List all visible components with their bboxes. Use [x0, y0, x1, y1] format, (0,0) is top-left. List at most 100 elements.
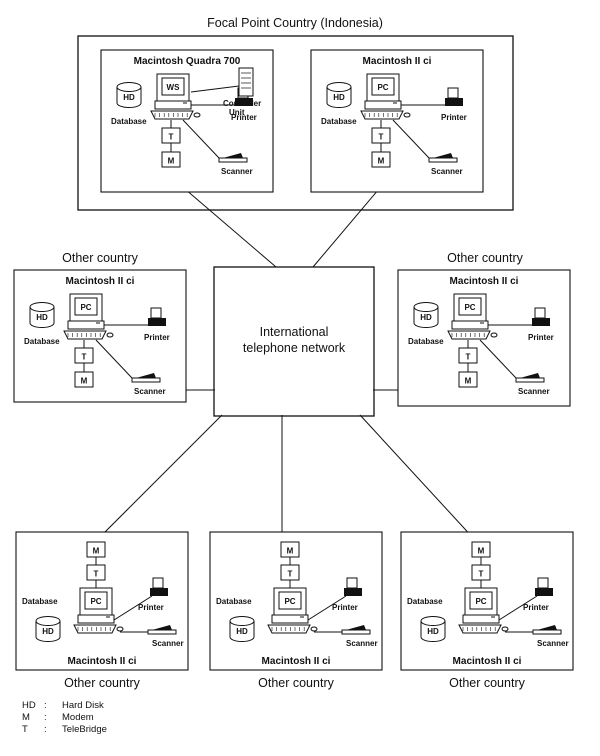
keyboard [458, 624, 502, 634]
paper [537, 577, 549, 589]
mouse [501, 626, 509, 632]
connection-line [177, 182, 277, 268]
scanner-lid [433, 153, 453, 158]
modem-box-label: M [81, 377, 88, 386]
telebridge-box-label: T [169, 133, 174, 142]
cpu-unit [451, 320, 489, 330]
country-label-bottom: Other country [258, 676, 334, 690]
computer-icon: PC [447, 293, 498, 340]
scanner-icon [532, 625, 562, 635]
mouse [403, 112, 411, 118]
country-label-left: Other country [62, 251, 138, 265]
hard-disk-icon: HD [326, 82, 352, 108]
hard-disk-icon: HD [229, 616, 255, 642]
legend-sep: : [44, 712, 47, 723]
printer-icon [445, 87, 463, 106]
mouse [193, 112, 201, 118]
paper [447, 87, 459, 99]
connection-line [359, 414, 476, 541]
modem-box [458, 371, 478, 388]
printer-icon [535, 577, 553, 596]
station-country-left: Macintosh II ciHDDatabasePCPrinterScanne… [13, 269, 187, 403]
hard-disk-icon: HD [29, 302, 55, 328]
scanner-label: Scanner [431, 167, 463, 176]
scanner-lid [152, 625, 172, 630]
legend-sep: : [44, 724, 47, 735]
controller-unit-icon [238, 67, 254, 97]
legend-desc: TeleBridge [62, 724, 107, 735]
printer-label: Printer [138, 603, 164, 612]
country-label-bottom: Other country [64, 676, 140, 690]
scanner-lid [537, 625, 557, 630]
scanner-label: Scanner [537, 639, 569, 648]
modem-box-label: M [465, 377, 472, 386]
hard-disk-label: HD [427, 627, 439, 636]
legend-sep: : [44, 700, 47, 711]
printer-label: Printer [523, 603, 549, 612]
modem-box-label: M [287, 547, 294, 556]
scanner-lid [223, 153, 243, 158]
connection-line [96, 414, 223, 541]
hard-disk-icon: HD [35, 616, 61, 642]
paper [150, 307, 162, 319]
hard-disk-label: HD [42, 627, 54, 636]
scanner-icon [131, 373, 161, 383]
printer-body [235, 98, 253, 106]
station-title: Macintosh II ci [68, 656, 137, 667]
database-label: Database [407, 597, 443, 606]
scanner-lid [346, 625, 366, 630]
screen-label: PC [475, 597, 486, 606]
keyboard [63, 330, 107, 340]
focal-point-frame [77, 35, 514, 211]
cpu-unit [67, 320, 105, 330]
mouse [490, 332, 498, 338]
database-label: Database [408, 337, 444, 346]
modem-box-label: M [478, 547, 485, 556]
printer-body [148, 318, 166, 326]
telebridge-box-label: T [379, 133, 384, 142]
keyboard [360, 110, 404, 120]
paper [534, 307, 546, 319]
screen-label: PC [377, 83, 388, 92]
scanner-base [131, 377, 161, 383]
hard-disk-label: HD [420, 313, 432, 322]
legend-abbr: M [22, 712, 30, 723]
cpu-unit [77, 614, 115, 624]
printer-icon [532, 307, 550, 326]
screen-label: WS [167, 83, 181, 92]
printer-body [344, 588, 362, 596]
keyboard [267, 624, 311, 634]
scanner-label: Scanner [346, 639, 378, 648]
scanner-icon [147, 625, 177, 635]
cpu-unit [462, 614, 500, 624]
keyboard [73, 624, 117, 634]
mouse [106, 332, 114, 338]
station-title: Macintosh II ci [66, 276, 135, 287]
screen [84, 591, 108, 610]
screen [371, 77, 395, 96]
station-title: Macintosh II ci [453, 656, 522, 667]
printer-body [445, 98, 463, 106]
station-country-right: Macintosh II ciHDDatabasePCPrinterScanne… [397, 269, 571, 407]
station-title: Macintosh Quadra 700 [134, 56, 241, 67]
scanner-base [532, 629, 562, 635]
screen-label: PC [80, 303, 91, 312]
database-label: Database [111, 117, 147, 126]
hard-disk-label: HD [236, 627, 248, 636]
cpu-unit [271, 614, 309, 624]
station-title: Macintosh II ci [450, 276, 519, 287]
network-label-line1: International [260, 325, 329, 339]
telebridge-box-label: T [466, 353, 471, 362]
printer-body [532, 318, 550, 326]
screen-label: PC [90, 597, 101, 606]
hard-disk-icon: HD [116, 82, 142, 108]
database-label: Database [321, 117, 357, 126]
unit-label: Unit [229, 108, 245, 117]
keyboard [447, 330, 491, 340]
computer-icon: PC [63, 293, 114, 340]
scanner-icon [515, 373, 545, 383]
